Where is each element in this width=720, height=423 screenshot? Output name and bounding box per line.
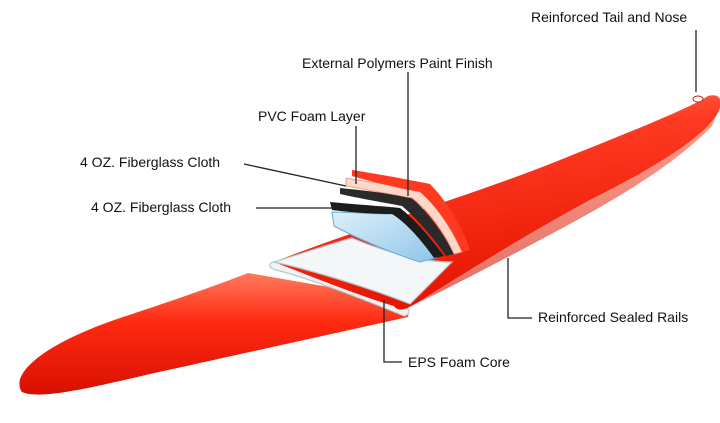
layer-fiberglass-lower-dark <box>330 202 444 258</box>
label-eps-foam-core: EPS Foam Core <box>408 354 510 370</box>
label-pvc-foam-layer: PVC Foam Layer <box>258 108 366 124</box>
label-fiberglass-upper: 4 OZ. Fiberglass Cloth <box>80 154 221 170</box>
label-fiberglass-lower: 4 OZ. Fiberglass Cloth <box>91 199 232 215</box>
leader-fiberglass-upper <box>243 163 347 187</box>
label-paint-finish: External Polymers Paint Finish <box>302 55 493 71</box>
layer-paint-finish <box>352 170 470 252</box>
leader-rails <box>507 258 532 319</box>
board-tail-section <box>19 273 409 395</box>
leader-lines <box>243 30 697 363</box>
label-reinforced-tail-nose: Reinforced Tail and Nose <box>531 9 688 25</box>
layer-fiberglass-upper-dark <box>340 188 454 256</box>
label-reinforced-sealed-rails: Reinforced Sealed Rails <box>538 309 689 325</box>
nose-hole <box>692 95 704 103</box>
leader-core <box>383 300 402 363</box>
